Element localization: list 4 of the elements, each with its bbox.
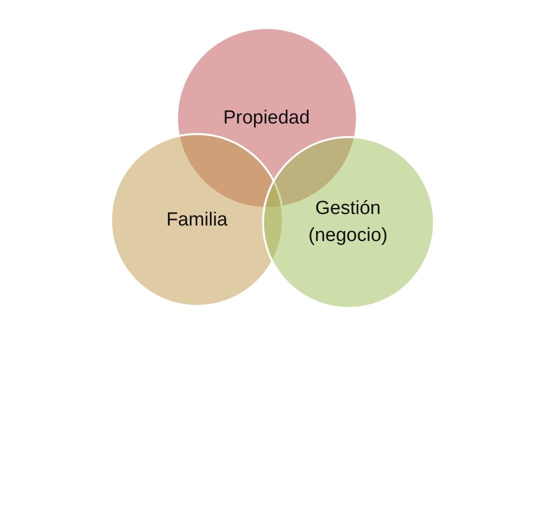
venn-circle: [262, 136, 434, 308]
circle-label: Gestión (negocio): [307, 197, 389, 248]
circle-label: Familia: [165, 208, 229, 232]
circle-label: Propiedad: [222, 106, 311, 130]
